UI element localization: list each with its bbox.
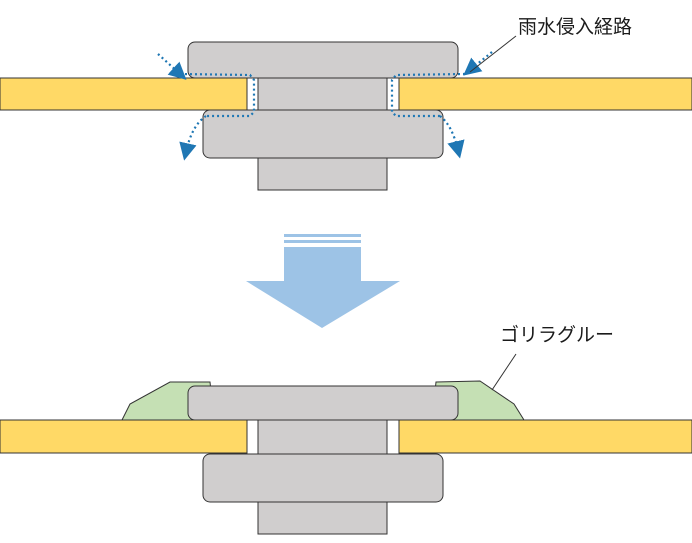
panel-left-top [0, 77, 248, 111]
glue-leader-line [491, 353, 517, 391]
leak-in-right-icon [463, 51, 493, 76]
arrow-stripe-2 [284, 240, 361, 243]
washer-lower-top [202, 109, 444, 159]
leak-in-left-icon [157, 53, 187, 80]
transition-arrow [246, 234, 400, 328]
washer-lower-bottom [202, 453, 444, 503]
leak-out-right-icon [439, 115, 465, 159]
leak-path-arrows [157, 51, 493, 161]
panel-right-top [398, 77, 692, 111]
rainwater-leader-line [469, 35, 517, 73]
leak-channel-right [390, 72, 466, 118]
washer-upper-top [187, 41, 459, 79]
glue-label: ゴリラグルー [500, 324, 615, 346]
panel-right-bottom [398, 419, 692, 454]
before-assembly [0, 35, 692, 191]
leak-channel-left [179, 72, 256, 118]
down-arrow-icon [246, 247, 400, 328]
arrow-stripe-1 [284, 234, 361, 237]
rainwater-path-label: 雨水侵入経路 [518, 16, 633, 38]
washer-upper-bottom [187, 385, 459, 421]
panel-left-bottom [0, 419, 248, 454]
after-assembly [0, 353, 692, 535]
